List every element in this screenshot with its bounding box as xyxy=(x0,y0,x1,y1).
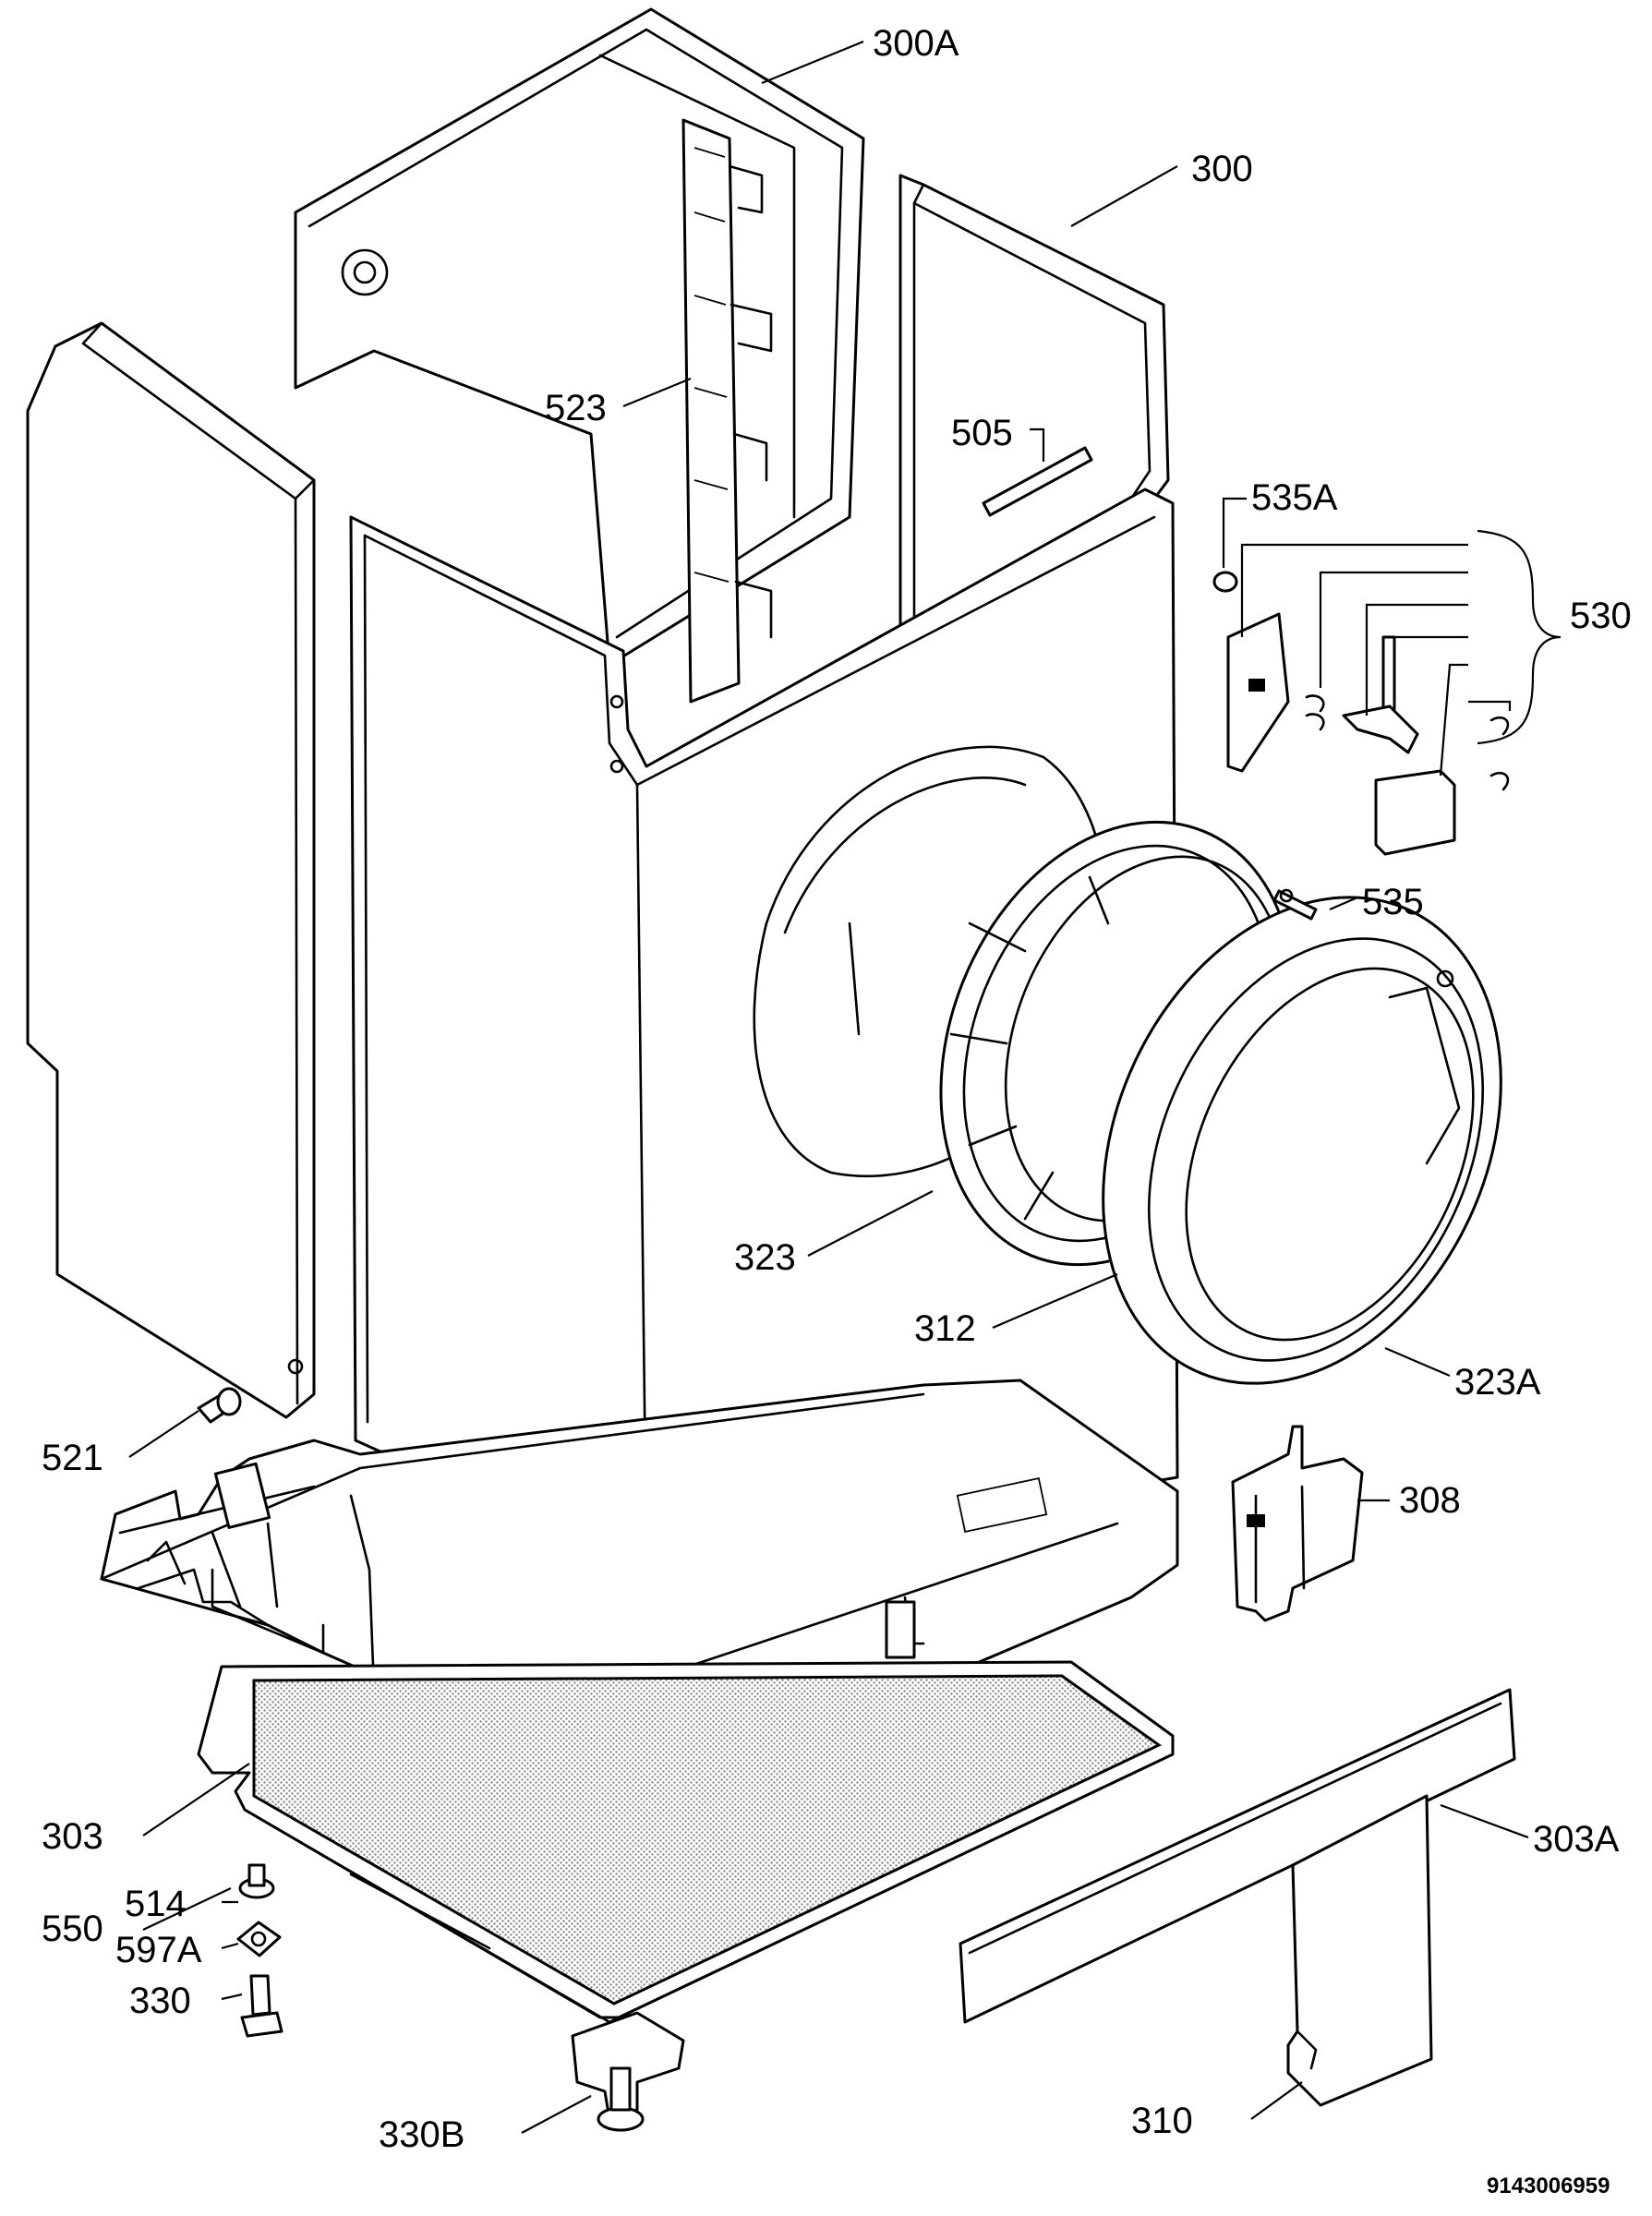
label-323: 323 xyxy=(734,1237,796,1278)
screw-330 xyxy=(240,1974,283,2038)
screw-521 xyxy=(197,1387,242,1424)
label-505: 505 xyxy=(951,413,1013,453)
part-labels: 300A 300 523 505 535A 530 535 323 312 32… xyxy=(42,23,1632,2198)
label-535: 535 xyxy=(1362,882,1424,922)
label-535A: 535A xyxy=(1251,477,1338,518)
label-523: 523 xyxy=(545,388,607,428)
screw-514 xyxy=(238,1863,275,1899)
nut-597A xyxy=(236,1921,282,1957)
filter-flap xyxy=(1286,1794,1433,2107)
wiring-rail xyxy=(681,118,773,704)
label-330: 330 xyxy=(129,1981,191,2021)
label-530: 530 xyxy=(1570,596,1632,636)
door-assembly xyxy=(1102,896,1502,1385)
front-plinth-strip xyxy=(959,1688,1516,2024)
label-300: 300 xyxy=(1191,149,1253,189)
hinge-pin xyxy=(1272,888,1318,921)
mesh-plate xyxy=(197,1660,1175,2024)
label-323A: 323A xyxy=(1454,1362,1541,1403)
label-308: 308 xyxy=(1399,1480,1461,1521)
rod xyxy=(982,446,1093,517)
door-lock-assembly xyxy=(1212,571,1510,856)
label-310: 310 xyxy=(1131,2101,1193,2141)
reference-number: 9143006959 xyxy=(1487,2174,1610,2198)
left-side-panel xyxy=(26,321,316,1419)
label-303A: 303A xyxy=(1533,1819,1620,1860)
label-300A: 300A xyxy=(873,23,959,64)
label-550: 550 xyxy=(42,1909,103,1949)
label-303: 303 xyxy=(42,1816,103,1857)
label-330B: 330B xyxy=(379,2114,464,2155)
leader-lines xyxy=(128,40,1562,2134)
foot-330B xyxy=(571,2011,685,2132)
door-hinge xyxy=(1231,1425,1364,1622)
label-514: 514 xyxy=(125,1884,187,1924)
label-312: 312 xyxy=(914,1308,976,1349)
label-597A: 597A xyxy=(115,1930,202,1970)
label-521: 521 xyxy=(42,1438,103,1478)
